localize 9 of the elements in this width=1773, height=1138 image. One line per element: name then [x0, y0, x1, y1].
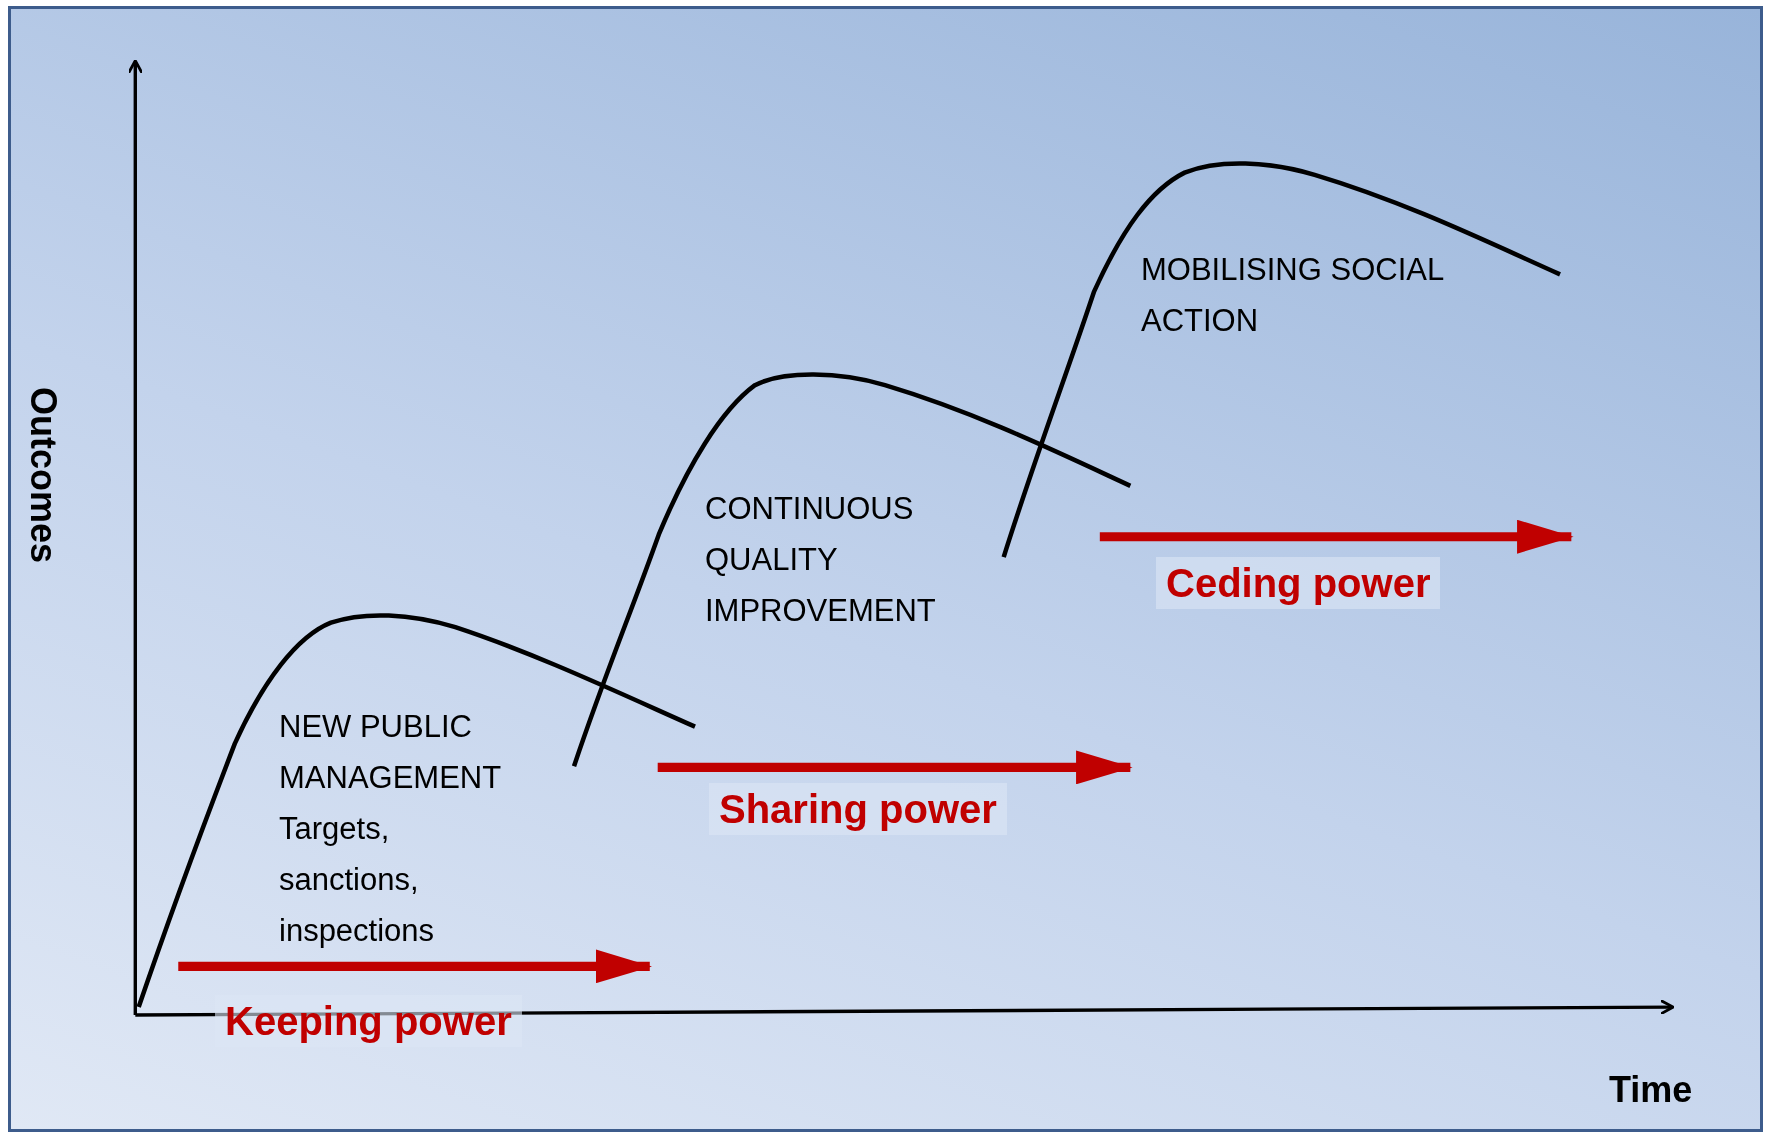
- stage-label: CONTINUOUS QUALITY IMPROVEMENT: [705, 490, 937, 630]
- axis-label: Time: [1609, 1068, 1693, 1112]
- phase-label: Sharing power: [709, 783, 1007, 835]
- phase-label: Keeping power: [215, 995, 522, 1047]
- phase-label: Ceding power: [1156, 557, 1441, 609]
- axis-label: Outcomes: [23, 387, 63, 564]
- stage-label: MOBILISING SOCIAL ACTION: [1141, 251, 1445, 340]
- description-text: Targets, sanctions, inspections: [279, 810, 436, 950]
- stage-label: NEW PUBLIC MANAGEMENT: [279, 708, 503, 797]
